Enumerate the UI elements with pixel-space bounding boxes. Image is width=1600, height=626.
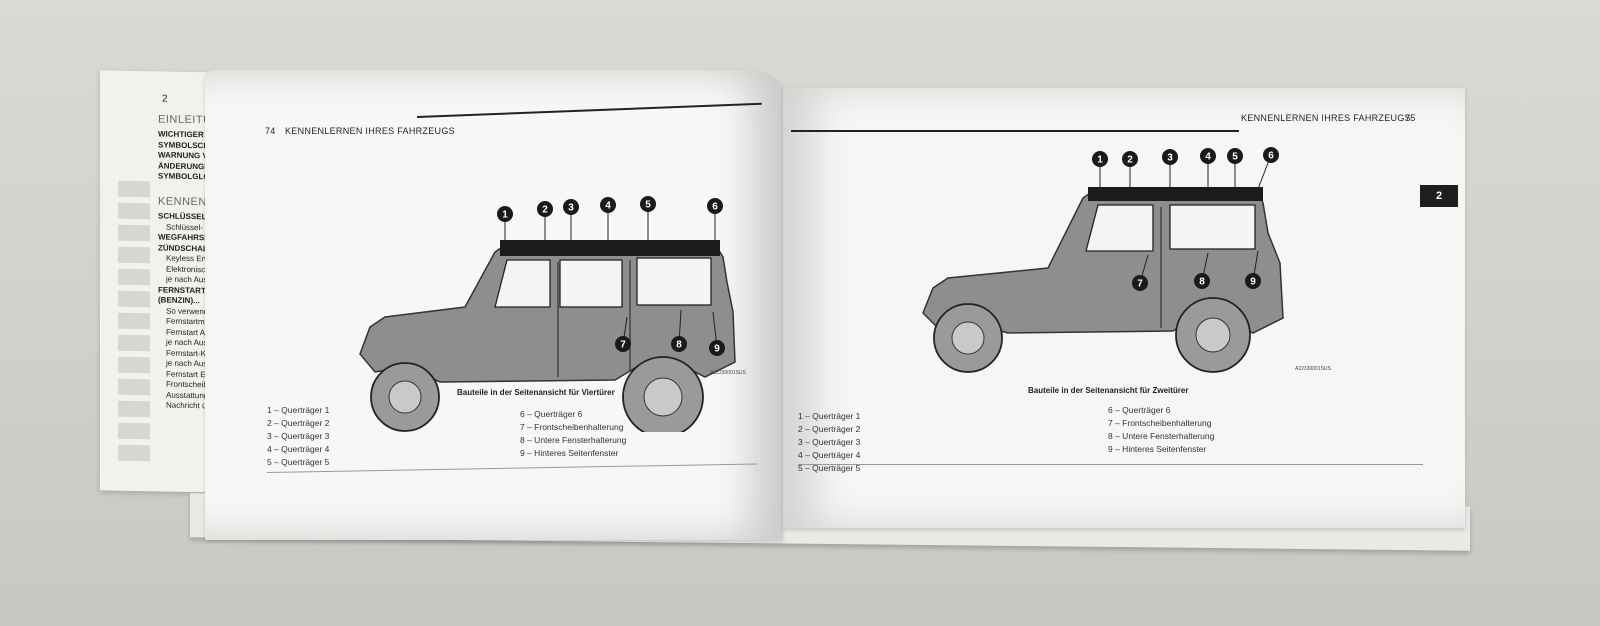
toc-line: je nach Aus (166, 337, 208, 348)
callout-badge (615, 336, 631, 352)
toc-line: Fernstartm (166, 316, 205, 327)
toc-line: (BENZIN)... (158, 295, 200, 306)
legend-item: 5 – Querträger 5 (267, 457, 330, 467)
right-page-number: 75 (1405, 113, 1416, 123)
callout-number: 3 (1167, 153, 1173, 164)
callout-badge (1200, 148, 1216, 164)
legend-item: 8 – Untere Fensterhalterung (1108, 431, 1215, 441)
right-header-rule (791, 130, 1239, 132)
toc-line: WEGFAHRSP (158, 232, 210, 243)
toc-line: SYMBOLGLO (158, 171, 210, 182)
legend-item: 3 – Querträger 3 (267, 431, 330, 441)
callout-number: 1 (1097, 155, 1103, 166)
toc-line: Frontscheib (166, 379, 208, 390)
callout-number: 2 (542, 205, 548, 216)
legend-item: 7 – Frontscheibenhalterung (520, 422, 624, 432)
legend-item: 2 – Querträger 2 (267, 418, 330, 428)
callout-badge (1132, 275, 1148, 291)
left-legend-col-2: 6 – Querträger 6 7 – Frontscheibenhalteru… (520, 408, 626, 460)
callout-number: 6 (1268, 151, 1274, 162)
left-page-header: KENNENLERNEN IHRES FAHRZEUGS (285, 126, 455, 136)
right-page-header: KENNENLERNEN IHRES FAHRZEUGS (1241, 113, 1411, 123)
right-legend-col-2: 6 – Querträger 6 7 – Frontscheibenhalteru… (1108, 404, 1214, 456)
legend-item: 6 – Querträger 6 (520, 409, 583, 419)
callout-number: 9 (714, 344, 720, 355)
callout-badge (671, 336, 687, 352)
callout-number: 8 (676, 340, 682, 351)
back-section-title-1: EINLEITU (158, 113, 212, 127)
left-legend-col-1: 1 – Querträger 1 2 – Querträger 2 3 – Quer… (267, 404, 329, 469)
legend-item: 4 – Querträger 4 (798, 450, 861, 460)
legend-item: 9 – Hinteres Seitenfenster (520, 448, 619, 458)
callout-number: 7 (1137, 279, 1143, 290)
callout-badge (1245, 273, 1261, 289)
toc-line: WICHTIGER (158, 129, 204, 140)
left-image-code: A22330001SUS (710, 370, 746, 376)
legend-item: 8 – Untere Fensterhalterung (520, 435, 627, 445)
back-page-number: 2 (162, 93, 168, 105)
callout-badge (1263, 147, 1279, 163)
legend-item: 5 – Querträger 5 (798, 463, 861, 473)
right-legend-col-1: 1 – Querträger 1 2 – Querträger 2 3 – Quer… (798, 410, 860, 475)
callout-number: 8 (1199, 277, 1205, 288)
callout-badge (1092, 151, 1108, 167)
legend-item: 9 – Hinteres Seitenfenster (1108, 444, 1207, 454)
toc-line: Nachricht ül (166, 400, 209, 411)
left-page-number: 74 (265, 126, 276, 136)
right-bottom-rule (798, 464, 1423, 465)
toc-line: je nach Aus (166, 274, 208, 285)
callout-number: 4 (605, 201, 611, 212)
legend-item: 1 – Querträger 1 (267, 405, 330, 415)
callout-badge (640, 196, 656, 212)
four-door-vehicle-diagram: 1 2 3 4 5 6 7 8 9 (359, 196, 736, 432)
callout-badge (600, 197, 616, 213)
callout-number: 9 (1250, 277, 1256, 288)
legend-item: 4 – Querträger 4 (267, 444, 330, 454)
callout-number: 5 (1232, 152, 1238, 163)
left-page: 74 KENNENLERNEN IHRES FAHRZEUGS 1 2 3 4 5 6 7 8… (205, 70, 783, 540)
callout-badge (537, 201, 553, 217)
callout-number: 5 (645, 200, 651, 211)
legend-item: 3 – Querträger 3 (798, 437, 861, 447)
toc-line: WARNUNG V (158, 150, 208, 161)
callout-badge (709, 340, 725, 356)
toc-line: Keyless En (166, 253, 207, 264)
callout-badge (1162, 149, 1178, 165)
callout-badge (707, 198, 723, 214)
chapter-tab: 2 (1420, 185, 1458, 207)
callout-badge (1194, 273, 1210, 289)
callout-number: 6 (712, 202, 718, 213)
callout-badge (1227, 148, 1243, 164)
left-header-rule (416, 102, 762, 118)
callout-number: 7 (620, 340, 626, 351)
right-image-code: A22330001SUS (1295, 366, 1331, 372)
legend-item: 1 – Querträger 1 (798, 411, 861, 421)
callout-number: 3 (568, 203, 574, 214)
legend-item: 6 – Querträger 6 (1108, 405, 1171, 415)
callout-number: 4 (1205, 152, 1211, 163)
callout-number: 1 (502, 210, 508, 221)
page-tabs (118, 180, 150, 468)
callout-badge (497, 206, 513, 222)
toc-line: SCHLÜSSEL . (158, 211, 211, 222)
right-caption: Bauteile in der Seitenansicht für Zweitü… (1028, 386, 1189, 395)
toc-line: je nach Aus (166, 358, 208, 369)
callout-badge (1122, 151, 1138, 167)
callout-number: 2 (1127, 155, 1133, 166)
callout-badge (563, 199, 579, 215)
right-page: KENNENLERNEN IHRES FAHRZEUGS 75 1 2 3 4 5 6 7 8… (783, 88, 1465, 528)
two-door-vehicle-diagram: 1 2 3 4 5 6 7 8 9 (922, 147, 1284, 373)
legend-item: 2 – Querträger 2 (798, 424, 861, 434)
left-caption: Bauteile in der Seitenansicht für Viertü… (457, 388, 615, 397)
left-bottom-rule (266, 463, 757, 473)
legend-item: 7 – Frontscheibenhalterung (1108, 418, 1212, 428)
